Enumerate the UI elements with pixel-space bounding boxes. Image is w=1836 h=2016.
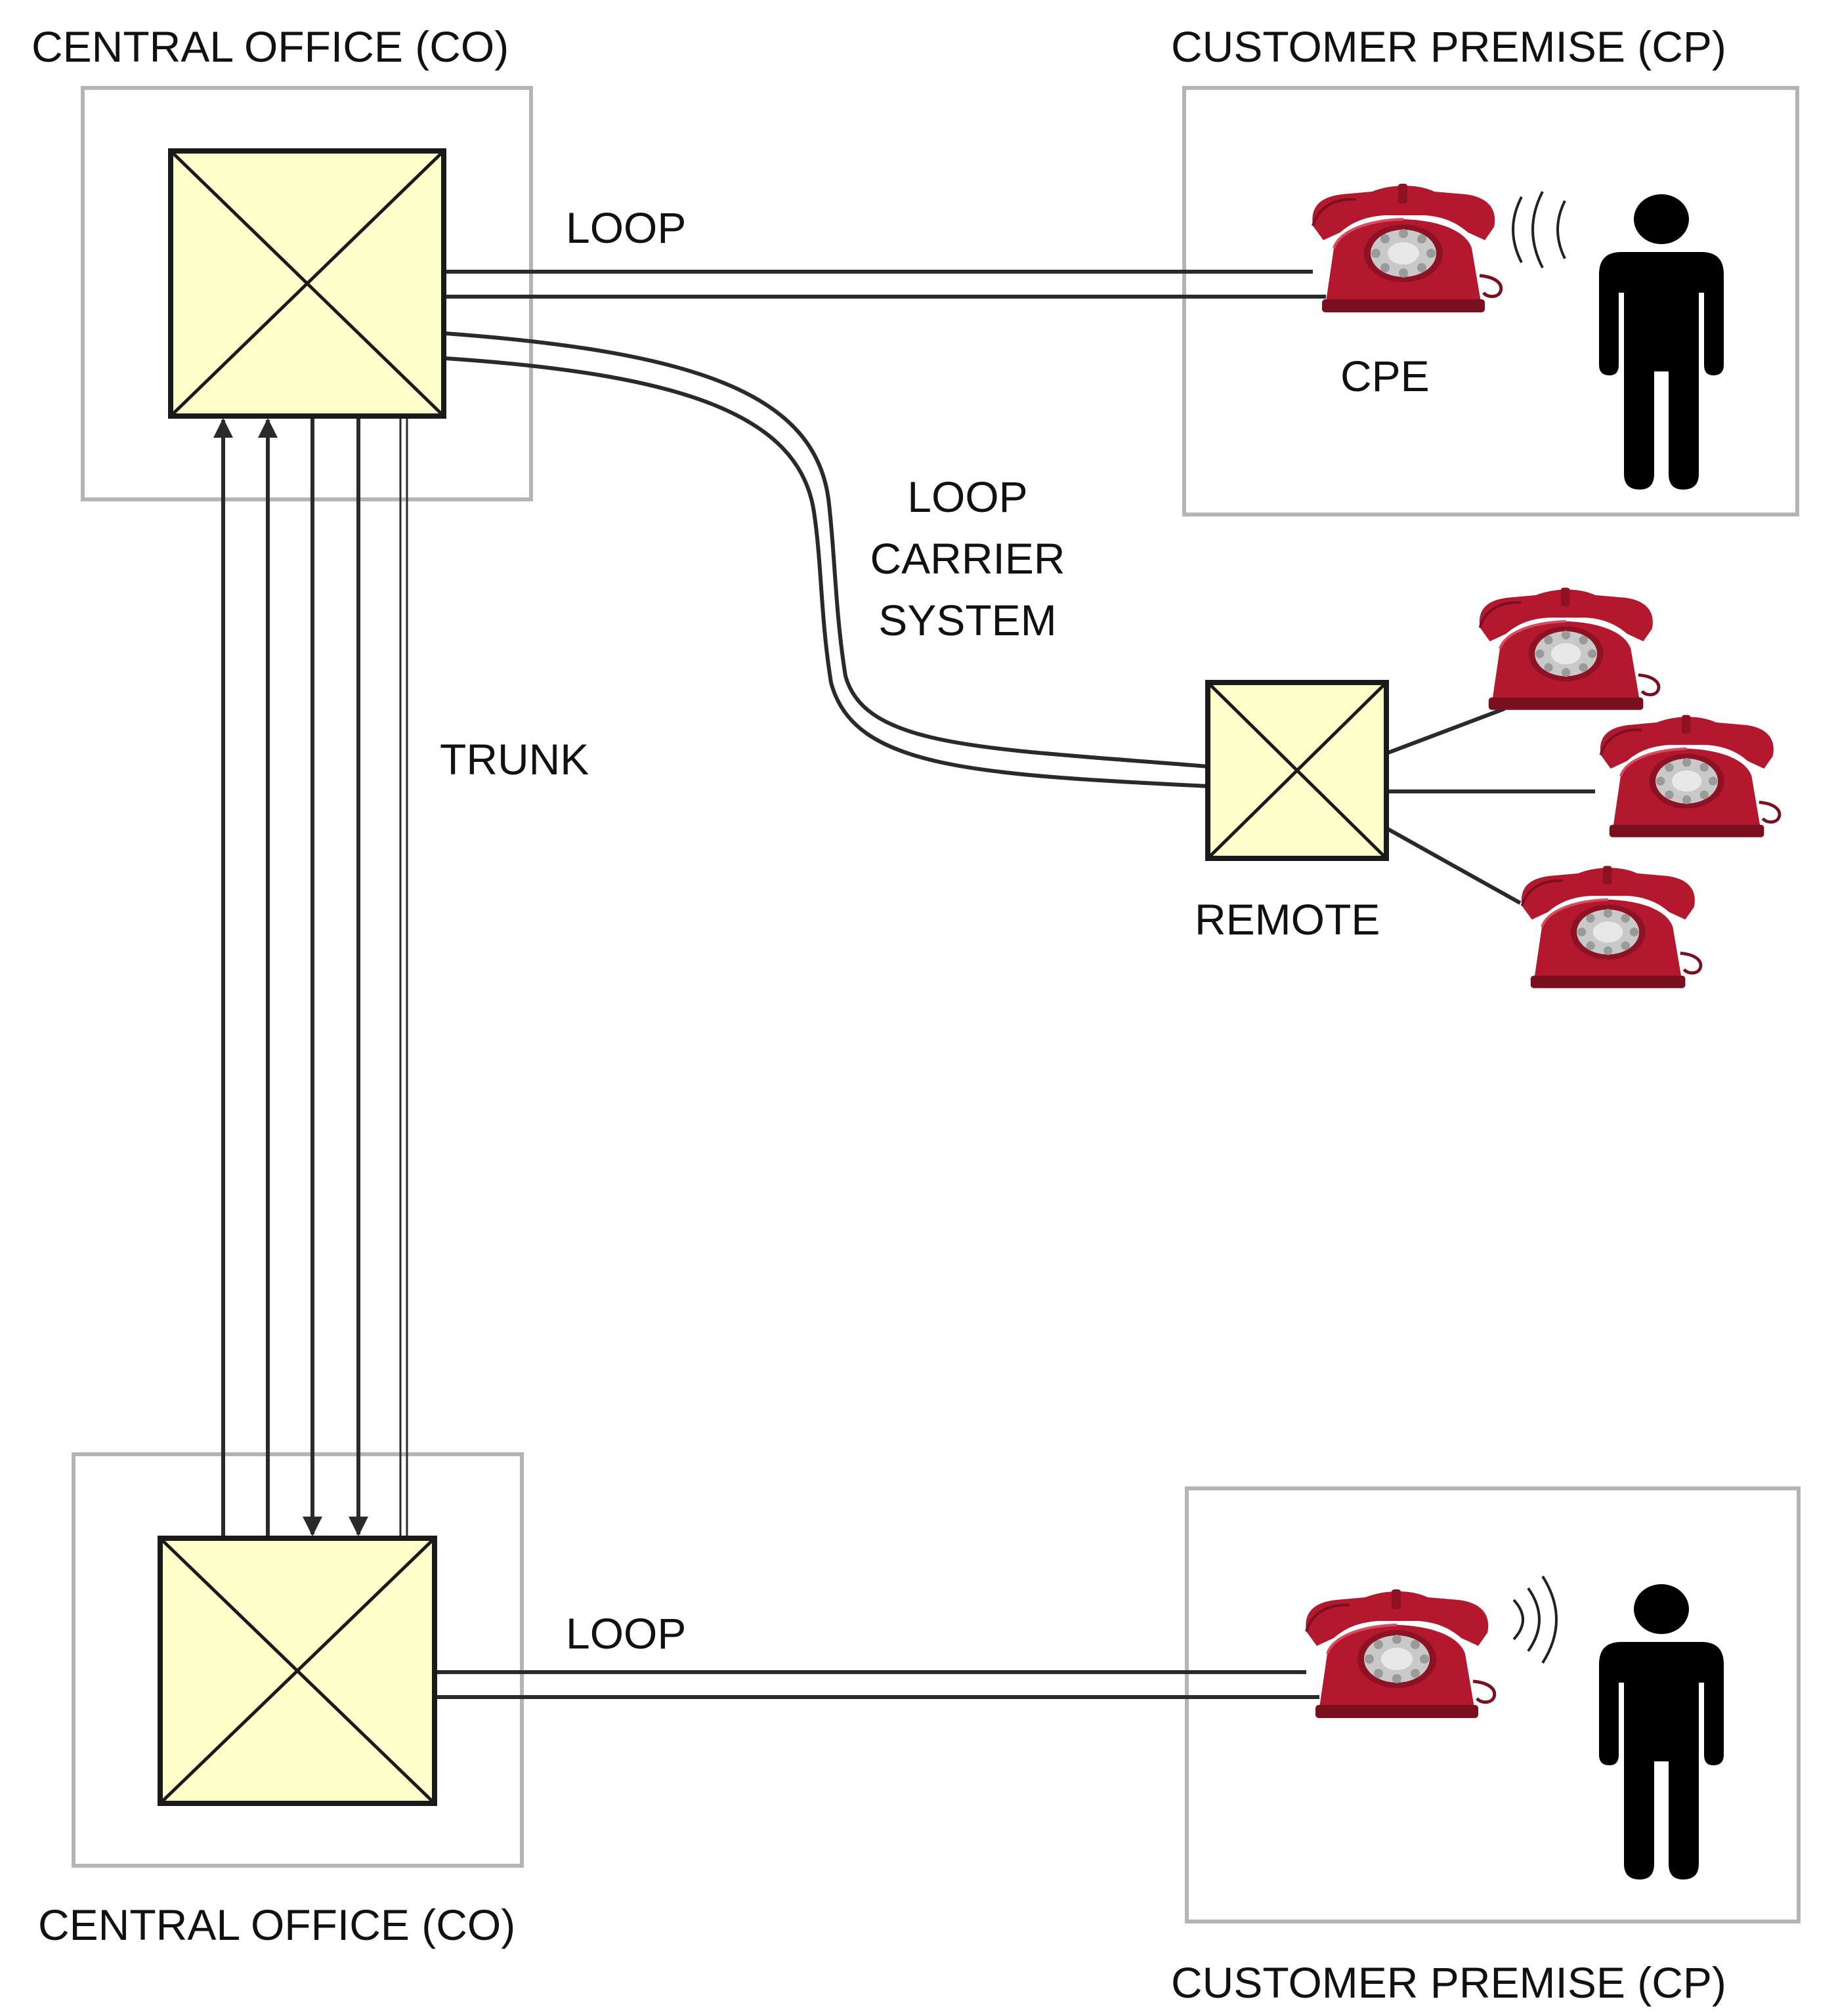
loop-wire-top — [444, 270, 1326, 299]
rotary-telephone-icon — [1522, 866, 1701, 988]
customer-premise-label-top: CUSTOMER PREMISE (CP) — [1171, 22, 1726, 71]
sound-waves-icon — [1512, 191, 1566, 268]
trunk-label: TRUNK — [440, 735, 589, 784]
loop-carrier-cable — [444, 331, 1208, 788]
trunk-lines — [213, 417, 408, 1537]
loop-carrier-label-line1: LOOP — [907, 472, 1027, 521]
cpe-label: CPE — [1340, 352, 1430, 400]
central-office-area-bottom — [72, 1452, 524, 1868]
switch-icon — [168, 148, 446, 419]
loop-carrier-label-line2: CARRIER — [870, 534, 1065, 583]
sound-waves-icon — [1512, 1575, 1558, 1664]
central-office-label-top: CENTRAL OFFICE (CO) — [32, 22, 509, 71]
loop-label-top: LOOP — [566, 203, 686, 252]
loop-carrier-label-line3: SYSTEM — [878, 596, 1056, 644]
rotary-telephone-icon — [1480, 588, 1659, 710]
customer-premise-area-top — [1182, 86, 1799, 516]
remote-phone-lines — [1385, 707, 1595, 905]
rotary-telephone-icon — [1306, 1589, 1494, 1718]
rotary-telephone-icon — [1312, 184, 1501, 312]
switch-icon — [158, 1536, 437, 1806]
person-icon — [1599, 194, 1724, 490]
central-office-area-top — [81, 86, 533, 501]
customer-premise-label-bottom: CUSTOMER PREMISE (CP) — [1171, 1958, 1726, 2007]
remote-label: REMOTE — [1195, 895, 1380, 944]
loop-label-bottom: LOOP — [566, 1609, 686, 1658]
central-office-label-bottom: CENTRAL OFFICE (CO) — [38, 1900, 515, 1949]
person-icon — [1599, 1584, 1724, 1880]
rotary-telephone-icon — [1600, 715, 1780, 837]
remote-switch-icon — [1205, 680, 1389, 861]
customer-premise-area-bottom — [1185, 1486, 1801, 1923]
loop-wire-bottom — [435, 1670, 1319, 1699]
